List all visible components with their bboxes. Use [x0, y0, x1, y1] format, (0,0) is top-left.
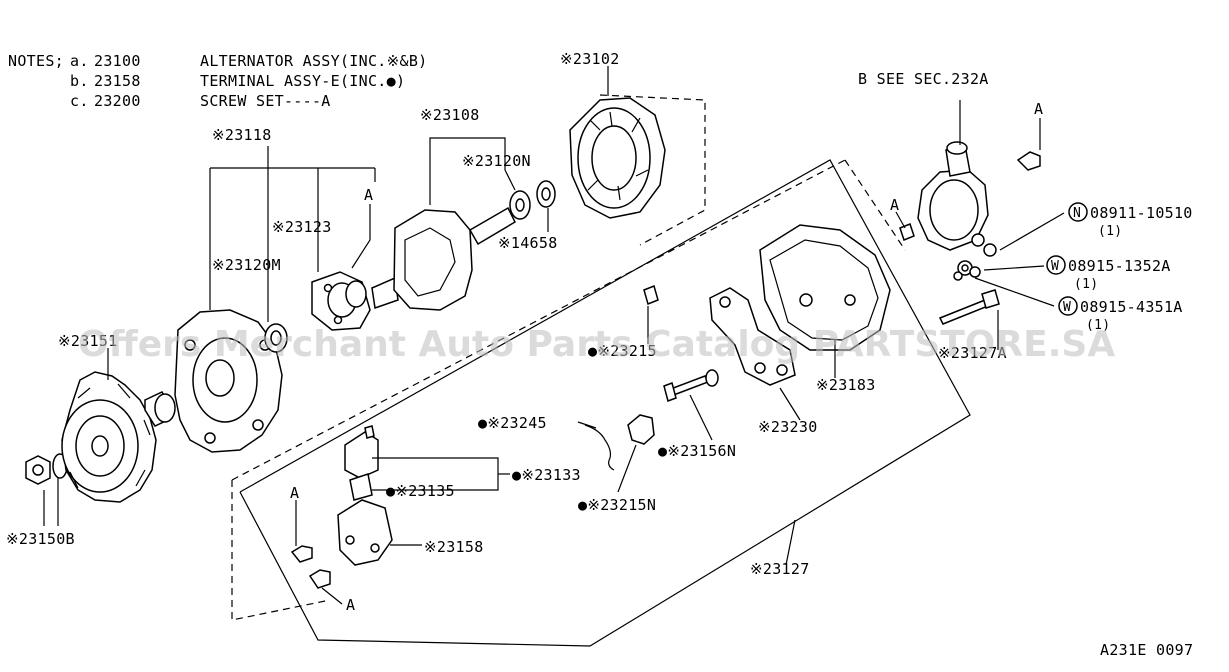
note-a-key: a. [70, 52, 89, 70]
rotor-group-dashed-outline [599, 94, 706, 246]
vacuum-pump-icon [917, 141, 989, 251]
callout-23151: ※23151 [58, 332, 118, 350]
marker-a-1: A [364, 186, 373, 204]
rear-housing-dashed-outline [231, 159, 906, 621]
rear-screw-icon [899, 223, 915, 241]
callout-23183: ※23183 [816, 376, 876, 394]
callout-23120n: ※23120N [462, 152, 531, 170]
note-b-text: TERMINAL ASSY-E(INC.●) [200, 72, 405, 90]
callout-23215: ●※23215 [588, 342, 657, 360]
notes-heading: NOTES; [8, 52, 64, 70]
rotor-icon [371, 180, 556, 311]
rectifier-plate-icon [709, 287, 796, 386]
insulator-bush-icon [627, 414, 655, 445]
note-c-part: 23200 [94, 92, 141, 110]
note-c-text: SCREW SET----A [200, 92, 331, 110]
fastener-2-prefix: W [1051, 259, 1059, 274]
callout-23215n: ●※23215N [578, 496, 656, 514]
callout-23156n: ●※23156N [658, 442, 736, 460]
callout-23118: ※23118 [212, 126, 272, 144]
brush-holder-icon [337, 425, 393, 566]
note-b-part: 23158 [94, 72, 141, 90]
callout-23127: ※23127 [750, 560, 810, 578]
note-c-key: c. [70, 92, 89, 110]
callout-23120m: ※23120M [212, 256, 281, 274]
callout-23133: ●※23133 [512, 466, 581, 484]
rear-cover-group-outline [239, 159, 971, 647]
callout-23135: ●※23135 [386, 482, 455, 500]
front-bearing-icon [264, 323, 288, 353]
washer-prefix-circle-1 [1046, 255, 1066, 275]
fastener-callouts: N 08911-10510 (1) W 08915-1352A (1) W 08… [1046, 202, 1193, 333]
through-bolt-icon [938, 289, 1000, 325]
fastener-2-qty: (1) [1074, 277, 1098, 292]
pulley-fan-icon [61, 371, 157, 503]
screw-set-markers: A A A A A [290, 100, 1043, 614]
callout-23230: ※23230 [758, 418, 818, 436]
notes-block: NOTES; a. 23100 ALTERNATOR ASSY(INC.※&B)… [8, 52, 427, 110]
regulator-screw-lower-icon [308, 569, 331, 589]
regulator-screw-upper-icon [290, 545, 313, 563]
callout-23150b: ※23150B [6, 530, 75, 548]
retainer-plate-icon [311, 271, 371, 331]
note-b-key: b. [70, 72, 89, 90]
callout-14658: ※14658 [498, 234, 558, 252]
fastener-1-qty: (1) [1098, 224, 1122, 239]
callout-23245: ●※23245 [478, 414, 547, 432]
fastener-2-part: 08915-1352A [1068, 257, 1171, 275]
marker-a-4: A [290, 484, 299, 502]
washer-prefix-circle-2 [1058, 296, 1078, 316]
watermark-text: Offers Merchant Auto Parts Catalog PARTS… [78, 324, 1115, 365]
see-section-ref: B SEE SEC.232A [858, 70, 989, 88]
diagram-code: A231E 0097 [1100, 641, 1193, 659]
marker-a-3: A [890, 196, 899, 214]
spring-wire-icon [584, 424, 615, 471]
fastener-3-prefix: W [1063, 300, 1071, 315]
fastener-1-prefix: N [1073, 206, 1081, 221]
right-fasteners-icon [953, 243, 997, 281]
pulley-nut-icon [25, 453, 68, 485]
callout-23108: ※23108 [420, 106, 480, 124]
marker-a-5: A [346, 596, 355, 614]
nut-prefix-circle [1068, 202, 1088, 222]
marker-a-2: A [1034, 100, 1043, 118]
fastener-3-qty: (1) [1086, 318, 1110, 333]
callout-23123: ※23123 [272, 218, 332, 236]
rear-cover-icon [759, 224, 891, 351]
terminal-bolt-icon [663, 369, 719, 402]
stator-icon [569, 97, 666, 219]
pump-screw-icon [1016, 151, 1041, 171]
spacer-collar-icon [144, 391, 176, 427]
brush-icon [643, 284, 659, 306]
fastener-1-part: 08911-10510 [1090, 204, 1193, 222]
callout-23102: ※23102 [560, 50, 620, 68]
callout-23127a: ※23127A [938, 344, 1007, 362]
front-housing-icon [174, 309, 283, 453]
fastener-3-part: 08915-4351A [1080, 298, 1183, 316]
leader-lines [43, 66, 1065, 605]
note-a-text: ALTERNATOR ASSY(INC.※&B) [200, 52, 427, 70]
note-a-part: 23100 [94, 52, 141, 70]
callout-labels: ※23102 ※23108 ※23118 ※23120N ※23123 ※146… [6, 50, 1007, 578]
callout-23158: ※23158 [424, 538, 484, 556]
